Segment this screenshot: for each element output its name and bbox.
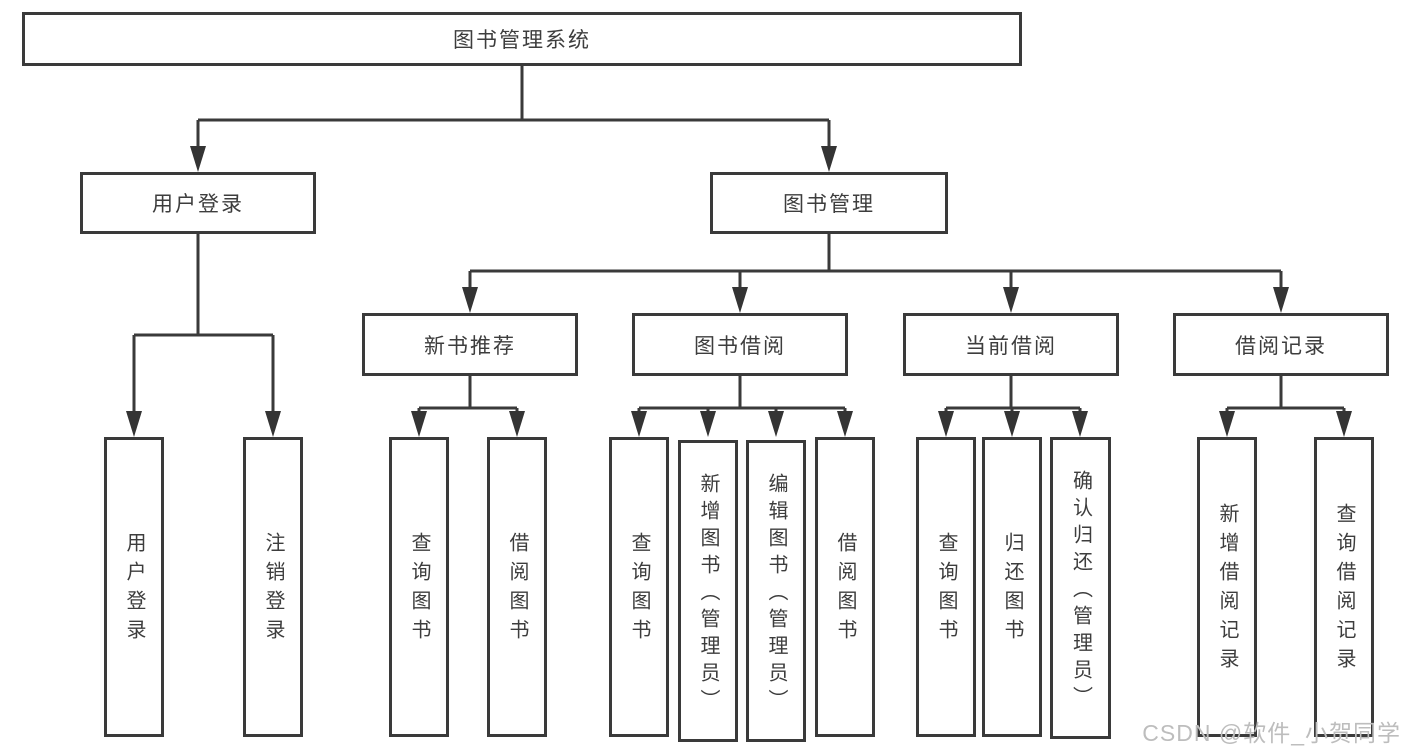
leaf-rcd-query-record-label: 查询借阅记录 — [1333, 503, 1355, 677]
node-current-borrow: 当前借阅 — [903, 313, 1119, 376]
leaf-cur-query-book-label: 查询图书 — [935, 532, 957, 648]
leaf-bor-edit-book: 编辑图书（管理员） — [746, 440, 806, 742]
leaf-bor-add-book-label: 新增图书（管理员） — [697, 472, 719, 716]
node-root: 图书管理系统 — [22, 12, 1022, 66]
connector-user-login-to-leaves — [126, 234, 281, 437]
leaf-rec-query-book: 查询图书 — [389, 437, 449, 737]
leaf-logout-label: 注销登录 — [262, 532, 284, 648]
leaf-rcd-query-record: 查询借阅记录 — [1314, 437, 1374, 737]
node-book-borrow: 图书借阅 — [632, 313, 848, 376]
leaf-cur-query-book: 查询图书 — [916, 437, 976, 737]
node-new-book-rec-label: 新书推荐 — [424, 334, 516, 358]
connector-current-borrow-to-leaves — [938, 376, 1088, 437]
connector-root-to-level2 — [190, 66, 837, 172]
leaf-bor-query-book-label: 查询图书 — [628, 532, 650, 648]
connector-new-book-rec-to-leaves — [411, 376, 525, 437]
leaf-cur-return-book-label: 归还图书 — [1001, 532, 1023, 648]
leaf-bor-query-book: 查询图书 — [609, 437, 669, 737]
leaf-user-login: 用户登录 — [104, 437, 164, 737]
connector-borrow-records-to-leaves — [1219, 376, 1352, 437]
node-user-login-label: 用户登录 — [152, 193, 244, 216]
leaf-bor-edit-book-label: 编辑图书（管理员） — [765, 472, 787, 716]
leaf-bor-borrow-book-label: 借阅图书 — [834, 532, 856, 648]
node-book-borrow-label: 图书借阅 — [694, 334, 786, 358]
leaf-rec-borrow-book: 借阅图书 — [487, 437, 547, 737]
leaf-rec-query-book-label: 查询图书 — [408, 532, 430, 648]
leaf-user-login-label: 用户登录 — [123, 532, 145, 648]
leaf-cur-confirm-return: 确认归还（管理员） — [1050, 437, 1111, 739]
leaf-bor-borrow-book: 借阅图书 — [815, 437, 875, 737]
leaf-rcd-add-record-label: 新增借阅记录 — [1216, 503, 1238, 677]
node-new-book-rec: 新书推荐 — [362, 313, 578, 376]
node-book-mgmt-label: 图书管理 — [783, 193, 875, 216]
leaf-rcd-add-record: 新增借阅记录 — [1197, 437, 1257, 737]
connector-book-borrow-to-leaves — [631, 376, 853, 437]
connector-book-mgmt-to-level3 — [462, 234, 1289, 313]
node-borrow-records-label: 借阅记录 — [1235, 334, 1327, 358]
node-user-login: 用户登录 — [80, 172, 316, 234]
csdn-watermark: CSDN @软件_小贺同学 — [1142, 720, 1401, 746]
leaf-cur-confirm-return-label: 确认归还（管理员） — [1069, 469, 1092, 713]
leaf-logout: 注销登录 — [243, 437, 303, 737]
leaf-rec-borrow-book-label: 借阅图书 — [506, 532, 528, 648]
node-book-mgmt: 图书管理 — [710, 172, 948, 234]
leaf-cur-return-book: 归还图书 — [982, 437, 1042, 737]
node-root-label: 图书管理系统 — [453, 29, 591, 52]
leaf-bor-add-book: 新增图书（管理员） — [678, 440, 738, 742]
node-current-borrow-label: 当前借阅 — [965, 334, 1057, 358]
node-borrow-records: 借阅记录 — [1173, 313, 1389, 376]
